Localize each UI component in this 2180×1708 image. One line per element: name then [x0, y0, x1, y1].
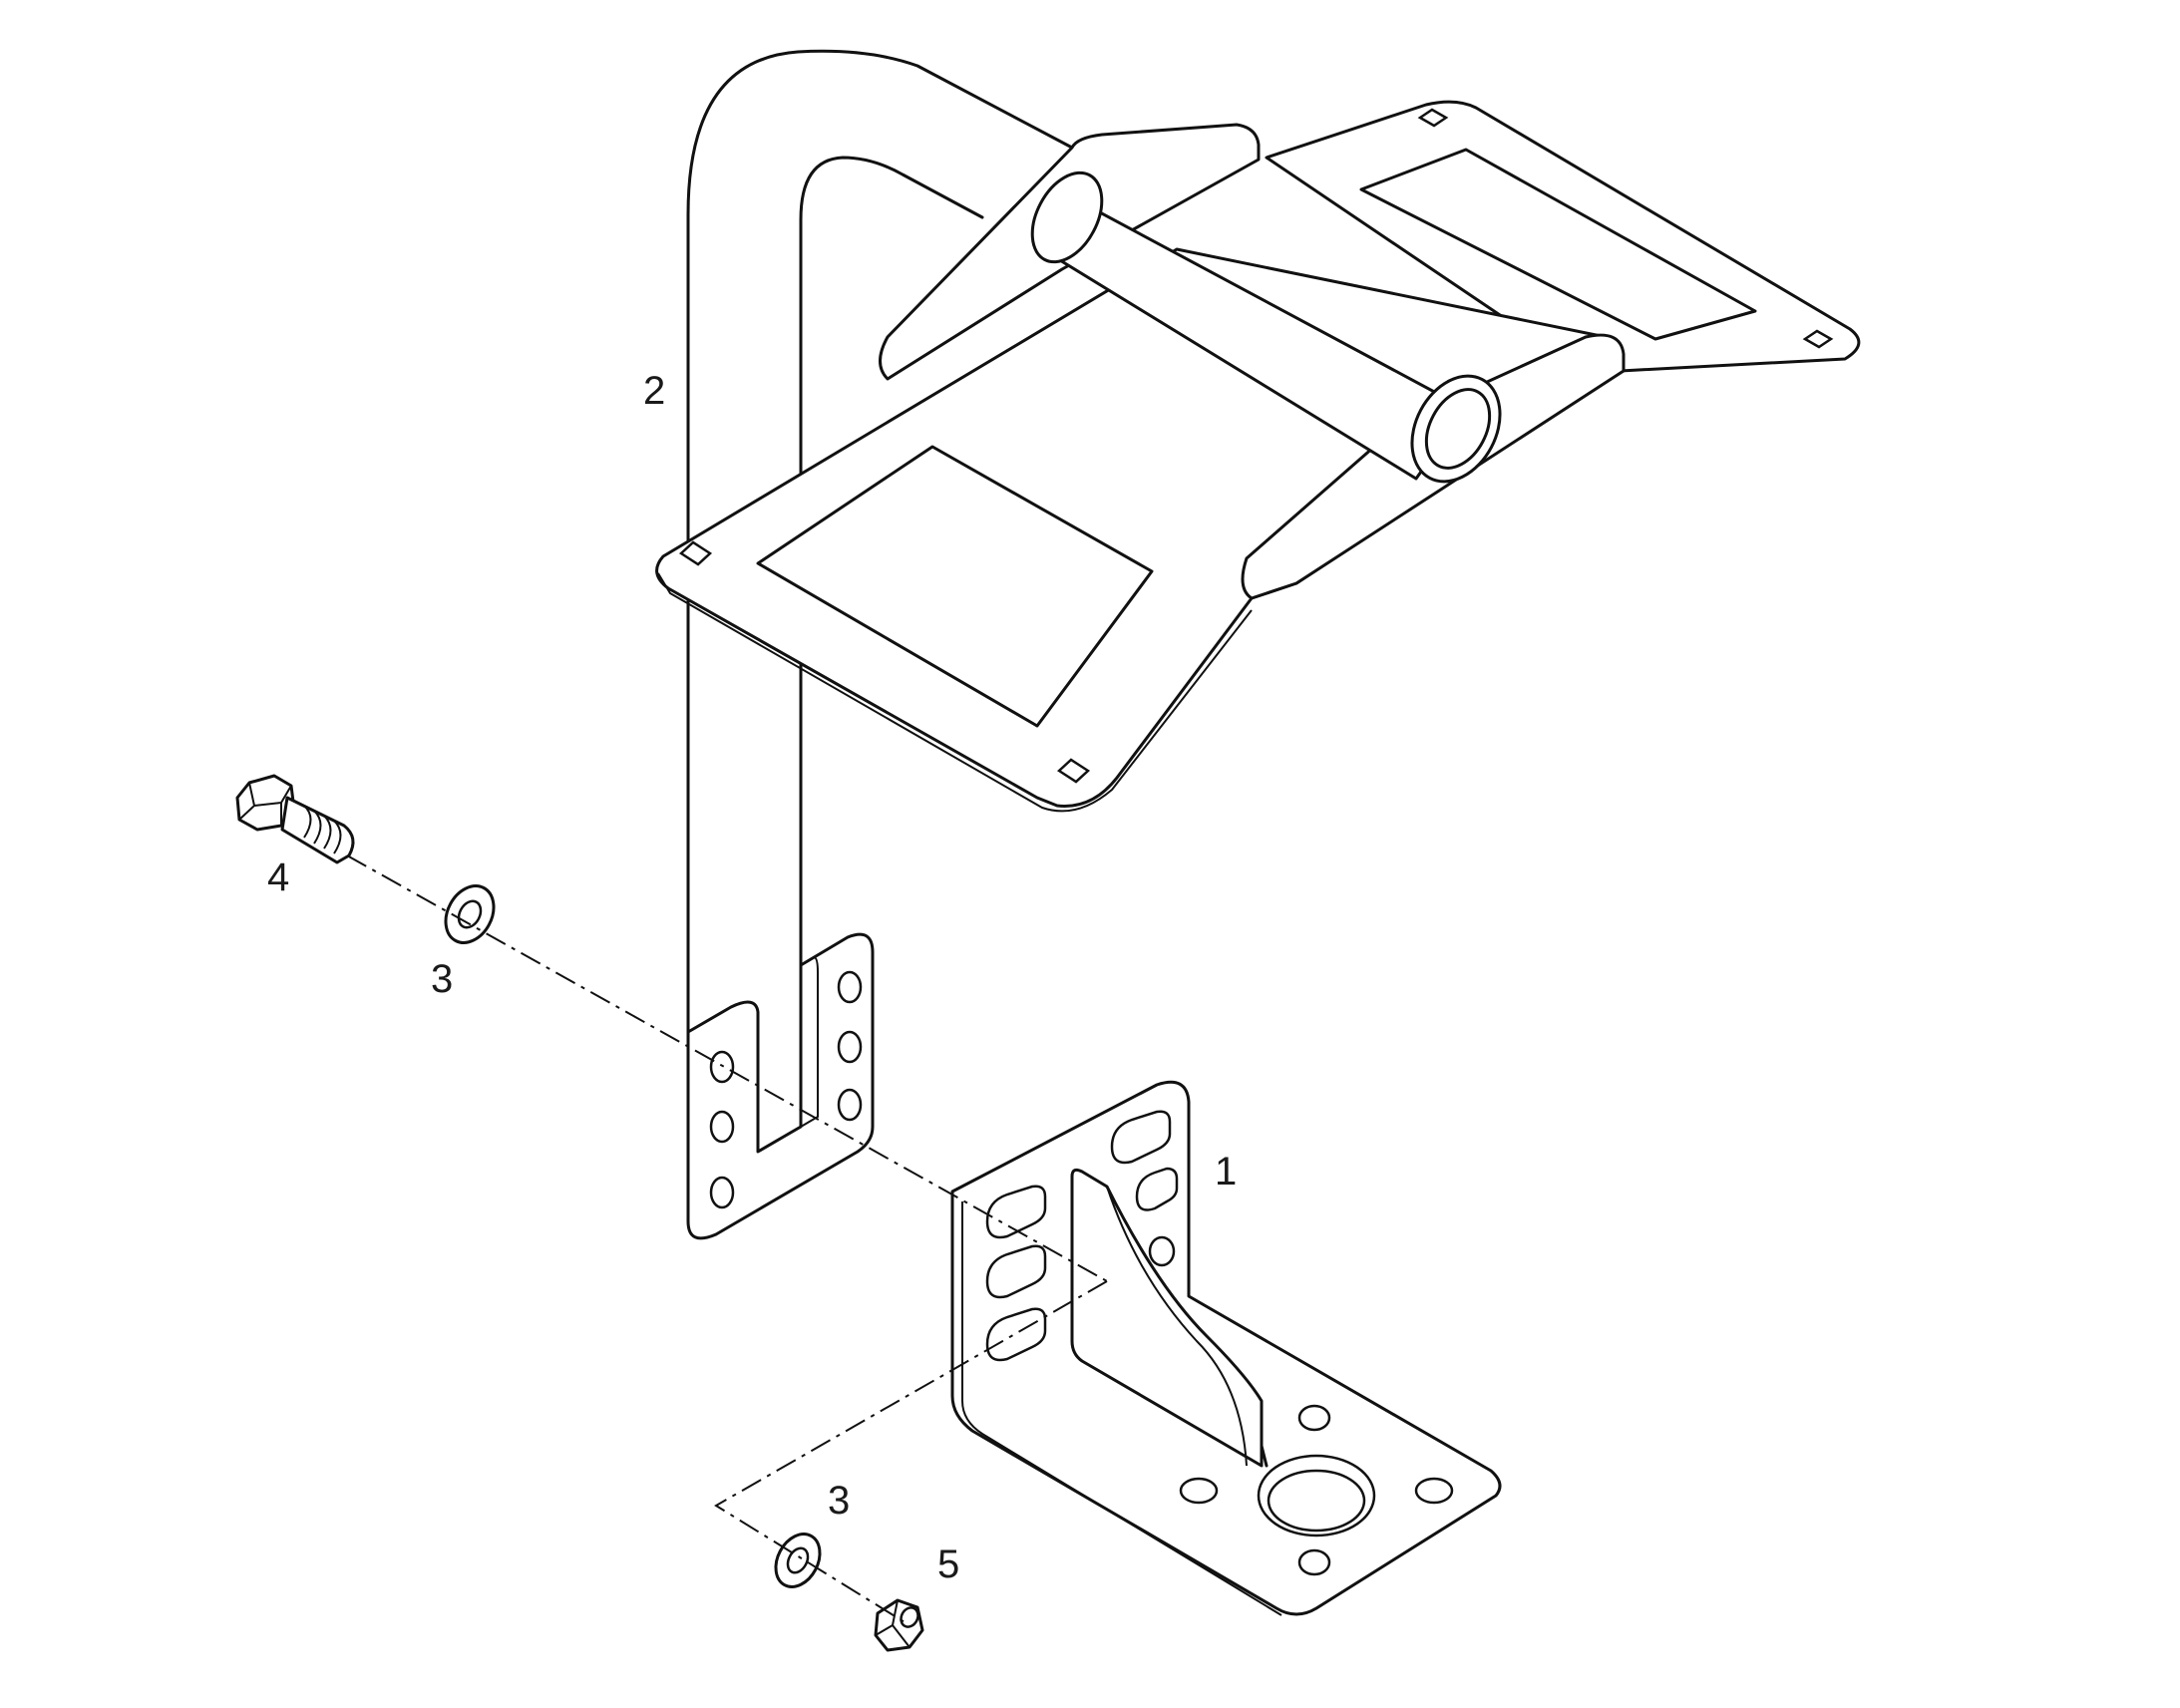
- callout-labels: 1 2 3 3 4 5: [267, 369, 1237, 1586]
- part-3-washer-lower: [774, 1533, 822, 1588]
- base-hole: [1414, 1477, 1454, 1505]
- callout-4: 4: [267, 855, 289, 899]
- plate-hole: [837, 1030, 863, 1064]
- slot-hole: [1135, 1167, 1179, 1211]
- part-2-tube-bracket: [686, 49, 1074, 1240]
- platform-deck-thickness: [657, 572, 1253, 813]
- bolt-shank: [280, 796, 355, 864]
- slot-hole: [985, 1307, 1047, 1362]
- base-hole-large-inner: [1267, 1469, 1366, 1533]
- part-2-step-platform: [655, 100, 1861, 813]
- platform-rear-window: [1359, 148, 1757, 341]
- square-hole: [1802, 329, 1834, 349]
- plate-hole: [837, 1088, 863, 1122]
- slot-hole: [1148, 1235, 1176, 1267]
- base-hole: [1297, 1548, 1331, 1576]
- slot-hole: [985, 1244, 1047, 1299]
- slot-hole: [985, 1185, 1047, 1239]
- part-3-washer-upper: [444, 884, 496, 944]
- bolt-thread: [303, 805, 342, 854]
- tube-inner-edge: [799, 156, 984, 967]
- plate-hole: [709, 1110, 735, 1144]
- bolt-head-facets: [238, 782, 292, 826]
- part-5-hex-nut: [874, 1598, 924, 1652]
- nut-facets: [875, 1599, 910, 1648]
- center-line-bolt-axis: [346, 854, 1108, 1282]
- callout-1: 1: [1215, 1150, 1237, 1194]
- hinge-rod-end-rear: [1030, 171, 1104, 264]
- bracket-gusset: [1070, 1168, 1264, 1468]
- square-hole: [1056, 758, 1091, 784]
- base-hole: [1179, 1477, 1219, 1505]
- bracket-gusset-edge: [1106, 1186, 1248, 1467]
- hook-plate-thickness: [687, 956, 819, 1221]
- callout-5: 5: [937, 1542, 959, 1586]
- slot-hole: [1110, 1110, 1172, 1165]
- callout-3-lower: 3: [828, 1479, 850, 1523]
- plate-hole: [709, 1050, 735, 1084]
- center-line-return: [714, 1280, 1108, 1626]
- hinge-rod-end-cap: [1424, 388, 1492, 470]
- tube-outer-edge: [686, 49, 1074, 1034]
- base-hole: [1297, 1404, 1331, 1432]
- part-4-hex-bolt: [235, 774, 355, 864]
- hook-plate: [686, 932, 875, 1240]
- nut-hole: [900, 1606, 919, 1628]
- square-hole: [678, 540, 713, 566]
- platform-front-window: [756, 445, 1154, 728]
- washer-hole: [786, 1546, 810, 1574]
- callout-2: 2: [643, 369, 665, 413]
- bracket-edge-thickness: [961, 1201, 1282, 1616]
- plate-hole: [837, 970, 863, 1004]
- callout-3-upper: 3: [431, 957, 453, 1001]
- assembly-center-lines: [346, 854, 1108, 1626]
- square-hole: [1417, 108, 1449, 128]
- part-1-l-bracket: [950, 1080, 1502, 1616]
- plate-hole: [709, 1176, 735, 1209]
